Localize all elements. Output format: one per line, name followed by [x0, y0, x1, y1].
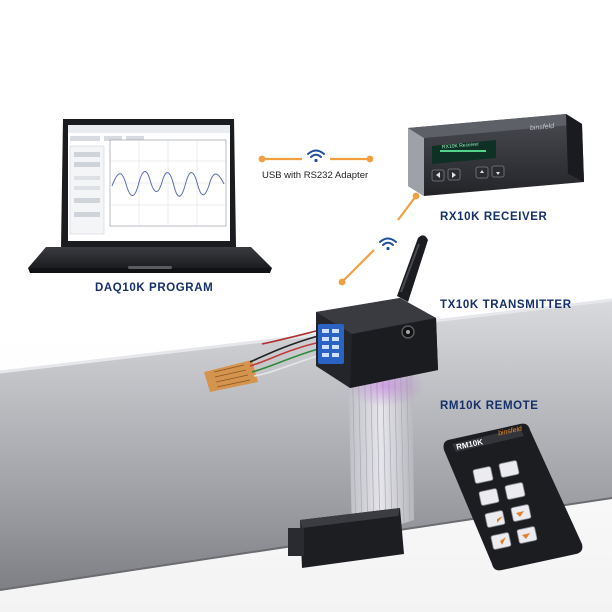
rm10k-remote	[443, 423, 583, 571]
connection-lines	[262, 157, 417, 283]
wifi-icon	[307, 149, 325, 163]
rx10k-receiver	[408, 114, 584, 196]
link-dot	[412, 192, 420, 200]
wireless-link-upper	[397, 195, 417, 221]
link-dot	[258, 155, 266, 163]
battery-pack	[288, 508, 404, 568]
rx-receiver-label: RX10K RECEIVER	[440, 211, 548, 223]
daq-program-label: DAQ10K PROGRAM	[95, 282, 214, 294]
laptop	[28, 119, 272, 273]
wireless-link-lower	[341, 249, 375, 283]
wifi-icon	[379, 237, 397, 251]
link-dot	[366, 155, 374, 163]
tx-transmitter-label: TX10K TRANSMITTER	[440, 299, 572, 311]
usb-link-label: USB with RS232 Adapter	[262, 170, 369, 181]
tx10k-transmitter	[316, 235, 438, 388]
strain-gauge	[204, 360, 258, 392]
link-dot	[338, 278, 346, 286]
rm-remote-label: RM10K REMOTE	[440, 400, 539, 412]
